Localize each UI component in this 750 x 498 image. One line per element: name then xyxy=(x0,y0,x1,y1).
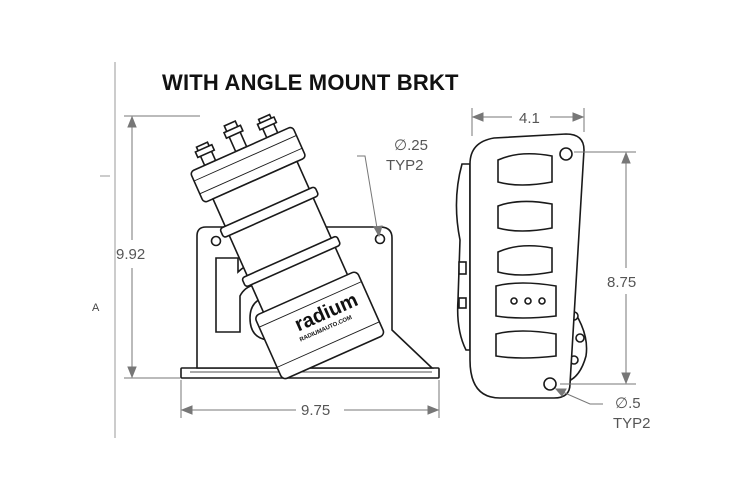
drawing-title: WITH ANGLE MOUNT BRKT xyxy=(162,70,459,95)
base-plate xyxy=(180,367,440,379)
dim-text-base-width: 9.75 xyxy=(301,402,330,419)
dim-text-large-hole-dia: ∅.5 xyxy=(615,395,641,412)
dim-text-small-hole-dia: ∅.25 xyxy=(394,137,428,154)
fuel-canister: radium RADIUMAUTO.COM xyxy=(190,113,385,380)
mount-hole-large xyxy=(559,147,573,161)
slot xyxy=(497,244,553,276)
band xyxy=(219,186,319,238)
canister-side-profile xyxy=(455,163,471,351)
mount-hole-large xyxy=(543,377,557,391)
dim-text-small-hole-qty: TYP2 xyxy=(386,157,424,174)
slot xyxy=(497,152,553,186)
mount-hole xyxy=(210,235,222,247)
dim-text-side-depth: 4.1 xyxy=(519,110,540,127)
band xyxy=(241,235,341,288)
dim-overall-height xyxy=(124,115,200,379)
leader-large-hole xyxy=(554,388,603,405)
side-fitting xyxy=(458,297,467,309)
side-fitting xyxy=(458,261,467,275)
slot xyxy=(497,200,553,232)
dim-base-width xyxy=(180,380,440,418)
dim-text-large-hole-qty: TYP2 xyxy=(613,415,651,432)
bottom-cap xyxy=(255,271,385,380)
dim-side-depth xyxy=(471,108,585,136)
leader-small-hole xyxy=(357,155,383,238)
zone-label: A xyxy=(92,302,100,314)
slot xyxy=(495,330,557,359)
dim-text-overall-height: 9.92 xyxy=(116,246,145,263)
dim-text-hole-spacing: 8.75 xyxy=(607,274,636,291)
dim-hole-spacing xyxy=(560,151,636,385)
side-view xyxy=(455,133,588,399)
mount-hole xyxy=(374,233,386,245)
